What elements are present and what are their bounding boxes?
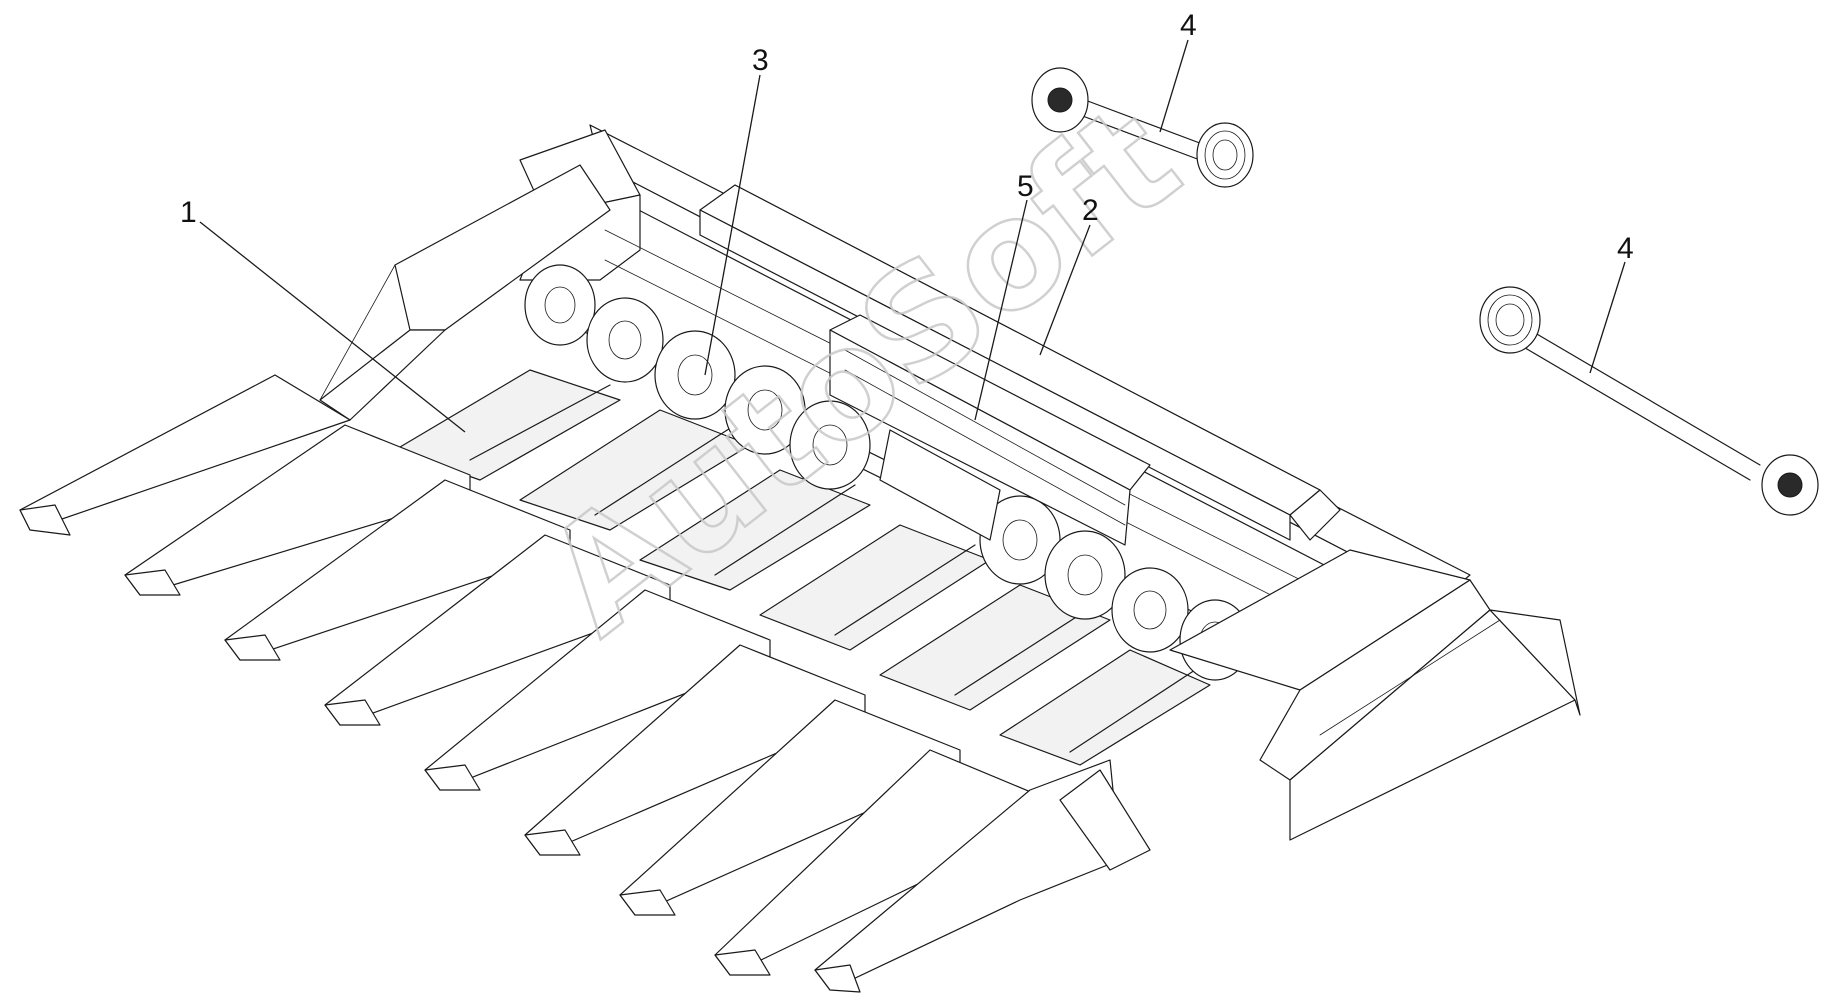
callout-4a: 4 xyxy=(1180,9,1197,42)
leader-5 xyxy=(974,199,1028,421)
callout-3: 3 xyxy=(752,44,769,77)
drive-shaft-lower xyxy=(1479,286,1819,516)
callout-5: 5 xyxy=(1017,170,1034,203)
leader-4a xyxy=(1159,39,1189,133)
drive-shaft-upper xyxy=(1031,67,1254,188)
left-end-divider xyxy=(19,164,611,536)
right-end-divider xyxy=(1059,549,1581,871)
leader-2 xyxy=(1039,224,1091,356)
leader-1 xyxy=(199,221,466,433)
callout-leaders xyxy=(199,39,1626,433)
feeder-opening xyxy=(829,314,1151,546)
callout-2: 2 xyxy=(1082,194,1099,227)
callout-labels: 1 2 3 4 4 5 xyxy=(180,9,1634,265)
callout-1: 1 xyxy=(180,196,197,229)
row-snouts xyxy=(124,424,1121,993)
floor-plates xyxy=(394,369,1211,766)
leader-4b xyxy=(1589,261,1626,374)
callout-4b: 4 xyxy=(1617,232,1634,265)
top-beam xyxy=(699,184,1341,541)
leader-3 xyxy=(704,74,761,376)
auger xyxy=(524,264,1251,681)
